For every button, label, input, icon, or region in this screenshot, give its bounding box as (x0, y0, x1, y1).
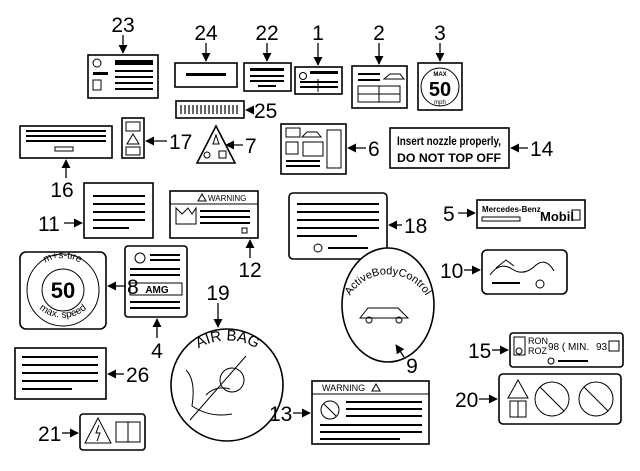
label-6 (280, 123, 347, 175)
callout-25: 25 (254, 100, 277, 123)
callout-9: 9 (406, 355, 418, 378)
callout-22: 22 (255, 22, 278, 45)
warning-text-12: WARNING (208, 194, 246, 203)
nozzle-text-1: Insert nozzle properly, (397, 134, 501, 148)
callout-7: 7 (245, 135, 257, 158)
callout-13: 13 (269, 403, 292, 426)
callout-14: 14 (530, 138, 554, 161)
callout-8: 8 (127, 276, 139, 299)
label-22 (243, 62, 292, 92)
leader-lines (61, 35, 528, 438)
callout-15: 15 (468, 340, 491, 363)
nozzle-text-2: DO NOT TOP OFF (397, 151, 501, 165)
label-2 (351, 65, 408, 109)
label-13: WARNING (311, 380, 430, 445)
callout-4: 4 (151, 340, 163, 363)
callout-2: 2 (373, 22, 385, 45)
callout-16: 16 (50, 179, 73, 202)
label-4: AMG (124, 245, 188, 318)
callout-20: 20 (455, 389, 478, 412)
mobil-brand: Mobil (540, 209, 574, 224)
min-octane-text: 93 (596, 342, 608, 353)
speed-50: 50 (429, 79, 451, 101)
label-17 (121, 117, 145, 159)
callout-24: 24 (194, 22, 218, 45)
callout-23: 23 (111, 14, 134, 37)
label-14: Insert nozzle properly, DO NOT TOP OFF (389, 127, 510, 169)
label-15: RON ROZ 98 ( MIN. 93 (509, 332, 624, 368)
label-1 (294, 66, 343, 95)
callout-17: 17 (169, 131, 192, 154)
label-12: WARNING (169, 190, 259, 239)
ron-text: RON (528, 336, 548, 346)
mb-brand: Mercedes-Benz (482, 205, 541, 214)
label-18 (288, 192, 388, 260)
mph-label: mph (434, 100, 446, 106)
label-21 (79, 413, 146, 451)
label-5: Mercedes-Benz Mobil (476, 199, 586, 229)
callout-11: 11 (38, 213, 60, 236)
max-speed-label: max. speed (37, 302, 88, 320)
callout-18: 18 (404, 215, 427, 238)
roz-text: ROZ (528, 346, 548, 356)
label-3: MAX 50 mph (417, 62, 463, 111)
label-8: 50 m+s-tire max. speed (19, 250, 107, 330)
callout-10: 10 (440, 260, 463, 283)
callout-19: 19 (206, 282, 229, 305)
callout-26: 26 (126, 364, 149, 387)
octane-text: 98 ( MIN. (548, 342, 589, 353)
label-20 (498, 373, 622, 425)
callout-1: 1 (312, 22, 324, 45)
label-11 (83, 182, 154, 239)
max-label: MAX (433, 72, 446, 78)
label-23 (87, 54, 159, 99)
label-9: ActiveBodyControl (341, 247, 435, 363)
tire-speed-50: 50 (51, 278, 75, 303)
label-25 (175, 100, 245, 119)
label-26 (14, 347, 107, 400)
warning-text-13: WARNING (322, 383, 365, 393)
label-16 (19, 125, 113, 159)
callout-12: 12 (238, 259, 261, 282)
label-10 (481, 249, 568, 295)
callout-6: 6 (368, 138, 380, 161)
amg-text: AMG (145, 285, 169, 296)
callout-numbers: 23 24 22 1 2 3 25 17 7 6 14 16 11 12 18 … (38, 14, 554, 446)
label-19: AIR BAG (170, 327, 284, 442)
callout-21: 21 (38, 423, 61, 446)
callout-5: 5 (443, 203, 455, 226)
label-24 (174, 62, 238, 88)
callout-3: 3 (434, 22, 446, 45)
